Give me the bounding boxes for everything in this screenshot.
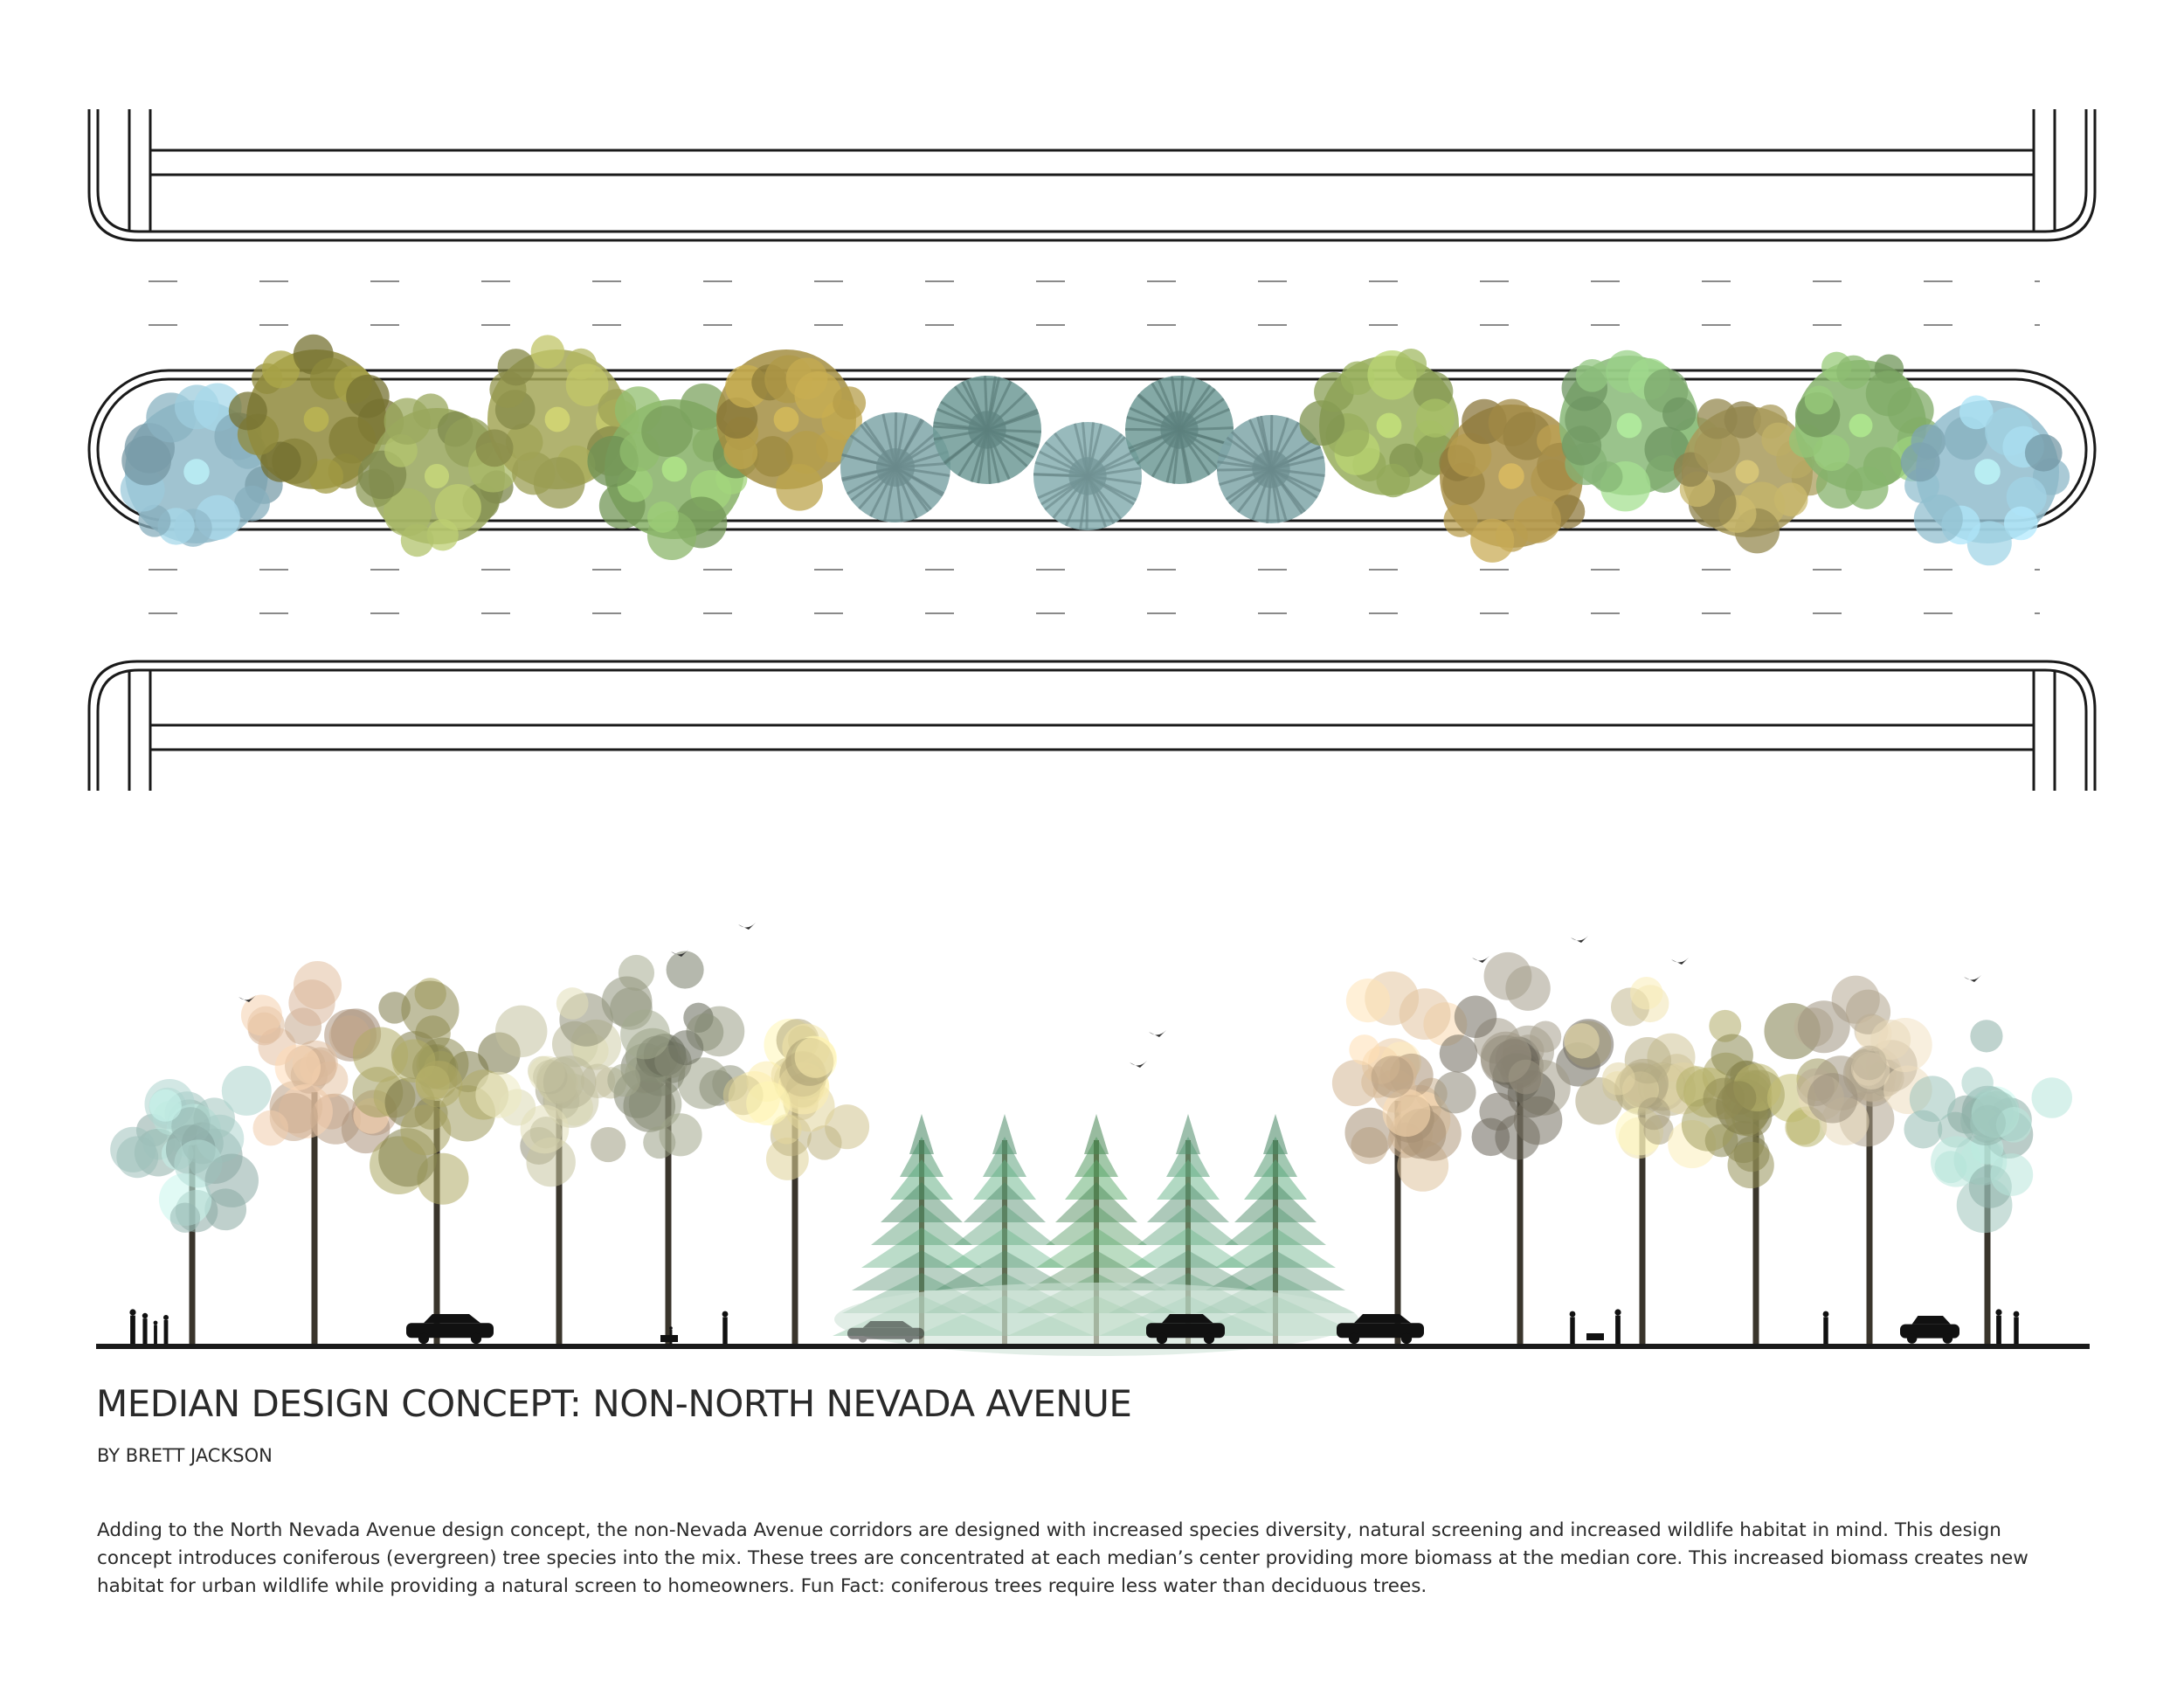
- page-title: MEDIAN DESIGN CONCEPT: NON-NORTH NEVADA …: [96, 1382, 1132, 1425]
- bird: [1964, 975, 1981, 982]
- figure-runner: [1822, 1311, 1829, 1344]
- author-byline: BY BRETT JACKSON: [97, 1445, 273, 1466]
- plan-tree-deciduous: [1673, 398, 1828, 554]
- bird: [1472, 956, 1489, 963]
- plan-tree-deciduous: [716, 349, 867, 511]
- plan-tree-deciduous: [120, 383, 283, 547]
- section-tree-deciduous: [601, 951, 749, 1344]
- plan-tree-deciduous: [1788, 351, 1943, 509]
- lane-markings: [149, 280, 2040, 614]
- section-trees: [110, 951, 2072, 1356]
- plan-tree-deciduous: [587, 383, 759, 561]
- bird: [1571, 936, 1588, 943]
- ground-line: [96, 1344, 2090, 1349]
- plan-tree-deciduous: [1900, 395, 2070, 566]
- bird: [238, 995, 256, 1002]
- figure-family: [129, 1309, 169, 1344]
- section-tree-deciduous: [352, 978, 521, 1344]
- plan-tree-conifer: [1124, 376, 1234, 484]
- bird: [1130, 1061, 1147, 1068]
- figure-pickup-truck: [406, 1314, 494, 1345]
- plan-tree-deciduous: [1299, 349, 1459, 498]
- median-plan-view: [87, 109, 2097, 791]
- description-paragraph: Adding to the North Nevada Avenue design…: [97, 1519, 2028, 1597]
- bird: [671, 950, 688, 957]
- section-tree-deciduous: [110, 1065, 272, 1344]
- section-tree-deciduous: [1676, 1003, 1840, 1344]
- section-tree-deciduous: [1564, 976, 1717, 1344]
- street-outlines: [87, 109, 2097, 791]
- figure-minivan: [1146, 1314, 1225, 1345]
- street-figures: [129, 1309, 2020, 1345]
- plan-tree-conifer: [840, 412, 950, 522]
- section-tree-deciduous: [722, 1018, 870, 1344]
- section-tree-deciduous: [1904, 1020, 2072, 1344]
- bird: [738, 923, 756, 930]
- plan-tree-conifer: [1216, 414, 1325, 523]
- figure-compact-car: [1900, 1316, 1959, 1344]
- plan-tree-conifer: [933, 375, 1042, 484]
- figure-pickup-truck: [1337, 1314, 1424, 1345]
- figure-person-sitting: [660, 1326, 678, 1344]
- figure-sedan: [847, 1321, 924, 1343]
- median-section-view: [96, 923, 2090, 1356]
- conifer-mist: [834, 1283, 1358, 1356]
- section-tree-deciduous: [1794, 975, 1932, 1344]
- bird: [1671, 958, 1689, 965]
- plan-tree-deciduous: [228, 334, 404, 494]
- figure-dog-walkers: [1569, 1309, 1621, 1344]
- figure-runner: [722, 1311, 729, 1344]
- plan-tree-conifer: [1033, 422, 1142, 531]
- section-tree-conifer: [1007, 1114, 1185, 1344]
- birds: [238, 923, 1981, 1068]
- figure-couple: [1995, 1309, 2020, 1344]
- section-tree-deciduous: [1434, 951, 1614, 1344]
- section-tree-deciduous: [1331, 971, 1468, 1344]
- section-tree-deciduous: [475, 987, 627, 1344]
- median-plan-trees: [120, 334, 2070, 566]
- bird: [1149, 1030, 1166, 1037]
